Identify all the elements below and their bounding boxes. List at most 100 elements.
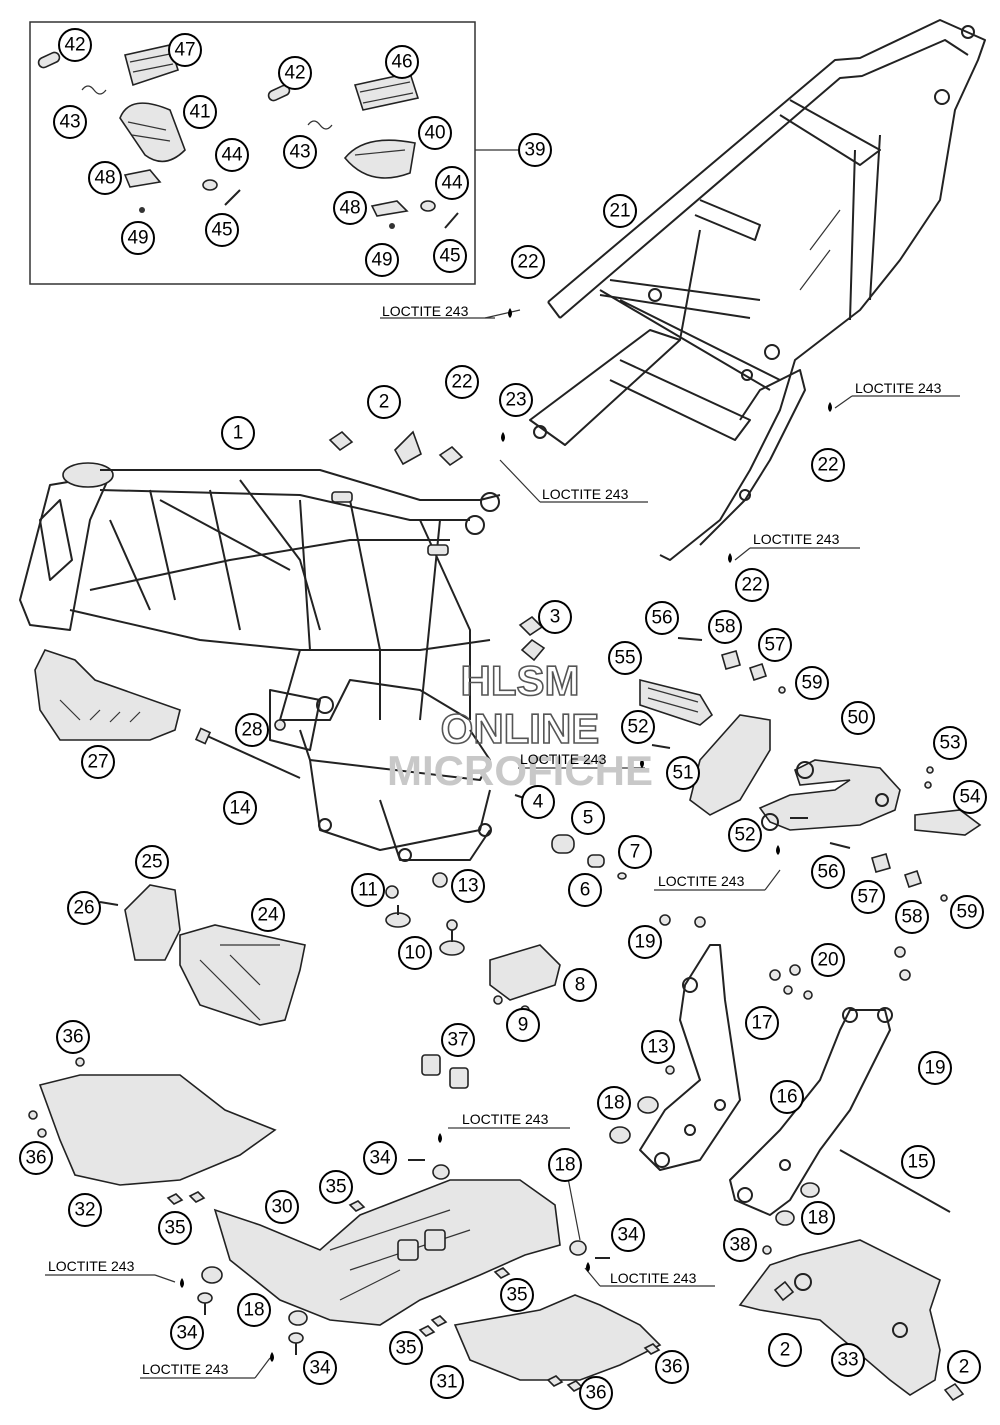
note-loctite: LOCTITE 243 bbox=[462, 1111, 549, 1127]
svg-text:9: 9 bbox=[518, 1015, 529, 1036]
svg-text:ONLINE: ONLINE bbox=[441, 705, 600, 752]
callout-marker: 46 bbox=[385, 45, 419, 79]
callout-marker: 35 bbox=[319, 1170, 353, 1204]
svg-text:39: 39 bbox=[524, 140, 545, 161]
callout-marker: 7 bbox=[618, 835, 652, 869]
callout-marker: 26 bbox=[67, 891, 101, 925]
callout-marker: 35 bbox=[389, 1331, 423, 1365]
callout-marker: 33 bbox=[831, 1343, 865, 1377]
callout-marker: 45 bbox=[205, 213, 239, 247]
callout-marker: 21 bbox=[603, 194, 637, 228]
callout-marker: 30 bbox=[265, 1190, 299, 1224]
svg-text:27: 27 bbox=[87, 752, 108, 773]
note-loctite: LOCTITE 243 bbox=[753, 531, 840, 547]
svg-text:22: 22 bbox=[741, 575, 762, 596]
svg-text:52: 52 bbox=[627, 717, 648, 738]
callout-marker: 49 bbox=[121, 221, 155, 255]
svg-text:34: 34 bbox=[617, 1225, 639, 1246]
callout-marker: 18 bbox=[548, 1148, 582, 1182]
callout-marker: 59 bbox=[950, 895, 984, 929]
svg-text:3: 3 bbox=[550, 607, 561, 628]
callout-marker: 45 bbox=[433, 239, 467, 273]
svg-text:59: 59 bbox=[956, 902, 977, 923]
svg-text:MICROFICHE: MICROFICHE bbox=[387, 747, 653, 794]
callout-marker: 40 bbox=[418, 116, 452, 150]
svg-text:32: 32 bbox=[74, 1200, 95, 1221]
svg-text:52: 52 bbox=[734, 825, 755, 846]
callout-marker: 32 bbox=[68, 1193, 102, 1227]
svg-text:25: 25 bbox=[141, 852, 162, 873]
svg-text:49: 49 bbox=[127, 228, 148, 249]
svg-text:15: 15 bbox=[907, 1152, 928, 1173]
svg-text:35: 35 bbox=[325, 1177, 346, 1198]
svg-text:51: 51 bbox=[672, 763, 693, 784]
svg-text:19: 19 bbox=[634, 932, 655, 953]
svg-text:8: 8 bbox=[575, 975, 586, 996]
callout-marker: 43 bbox=[283, 135, 317, 169]
callout-marker: 50 bbox=[841, 701, 875, 735]
svg-text:HLSM: HLSM bbox=[461, 657, 580, 704]
svg-text:54: 54 bbox=[959, 787, 981, 808]
callout-marker: 56 bbox=[811, 855, 845, 889]
part-50-swingarm-link bbox=[758, 759, 901, 831]
watermark: HLSM ONLINE MICROFICHE bbox=[387, 656, 653, 794]
svg-text:45: 45 bbox=[211, 220, 232, 241]
svg-text:56: 56 bbox=[651, 608, 672, 629]
callout-marker: 18 bbox=[597, 1086, 631, 1120]
svg-text:44: 44 bbox=[221, 145, 243, 166]
callout-marker: 14 bbox=[223, 791, 257, 825]
callout-marker: 52 bbox=[621, 710, 655, 744]
svg-text:36: 36 bbox=[25, 1148, 46, 1169]
callout-marker: 48 bbox=[333, 191, 367, 225]
svg-text:33: 33 bbox=[837, 1350, 858, 1371]
note-loctite: LOCTITE 243 bbox=[658, 873, 745, 889]
callout-marker: 44 bbox=[435, 166, 469, 200]
callout-marker: 17 bbox=[745, 1006, 779, 1040]
callout-marker: 20 bbox=[811, 943, 845, 977]
svg-text:58: 58 bbox=[714, 617, 735, 638]
svg-text:13: 13 bbox=[647, 1037, 668, 1058]
svg-text:40: 40 bbox=[424, 123, 445, 144]
callout-marker: 27 bbox=[81, 745, 115, 779]
callout-marker: 4 bbox=[521, 785, 555, 819]
callout-marker: 13 bbox=[451, 869, 485, 903]
callout-marker: 22 bbox=[445, 365, 479, 399]
callout-marker: 2 bbox=[947, 1350, 981, 1384]
callout-marker: 15 bbox=[901, 1145, 935, 1179]
callout-marker: 1 bbox=[221, 416, 255, 450]
svg-text:26: 26 bbox=[73, 898, 94, 919]
svg-text:37: 37 bbox=[447, 1030, 468, 1051]
svg-text:5: 5 bbox=[583, 808, 594, 829]
svg-text:14: 14 bbox=[229, 798, 251, 819]
part-27-frame-guard bbox=[34, 649, 181, 741]
leader-lines bbox=[45, 309, 960, 1379]
part-14-bolt bbox=[194, 727, 301, 779]
callout-marker: 49 bbox=[365, 243, 399, 277]
callout-marker: 36 bbox=[579, 1376, 613, 1410]
callout-marker: 36 bbox=[19, 1141, 53, 1175]
part-54-footpeg bbox=[914, 809, 982, 836]
callout-marker: 2 bbox=[367, 385, 401, 419]
svg-text:16: 16 bbox=[776, 1087, 797, 1108]
callout-marker: 19 bbox=[918, 1051, 952, 1085]
part-32-side-cover bbox=[38, 1074, 277, 1186]
callout-marker: 34 bbox=[363, 1141, 397, 1175]
note-loctite: LOCTITE 243 bbox=[855, 380, 942, 396]
svg-text:34: 34 bbox=[369, 1148, 391, 1169]
svg-text:21: 21 bbox=[609, 201, 630, 222]
svg-text:18: 18 bbox=[807, 1208, 828, 1229]
part-callouts: 42 47 43 41 44 48 49 45 42 46 43 40 39 4… bbox=[19, 28, 987, 1410]
callout-marker: 34 bbox=[303, 1351, 337, 1385]
callout-marker: 47 bbox=[168, 33, 202, 67]
callout-marker: 34 bbox=[170, 1316, 204, 1350]
svg-text:18: 18 bbox=[554, 1155, 575, 1176]
svg-text:17: 17 bbox=[751, 1013, 772, 1034]
loctite-notes: LOCTITE 243 LOCTITE 243 LOCTITE 243 LOCT… bbox=[48, 303, 942, 1377]
callout-marker: 11 bbox=[351, 873, 385, 907]
svg-text:22: 22 bbox=[517, 252, 538, 273]
callout-marker: 42 bbox=[278, 56, 312, 90]
part-24-side-cover bbox=[179, 924, 306, 1026]
part-33-guard bbox=[738, 1239, 941, 1396]
svg-text:43: 43 bbox=[59, 112, 80, 133]
svg-text:2: 2 bbox=[780, 1340, 791, 1361]
